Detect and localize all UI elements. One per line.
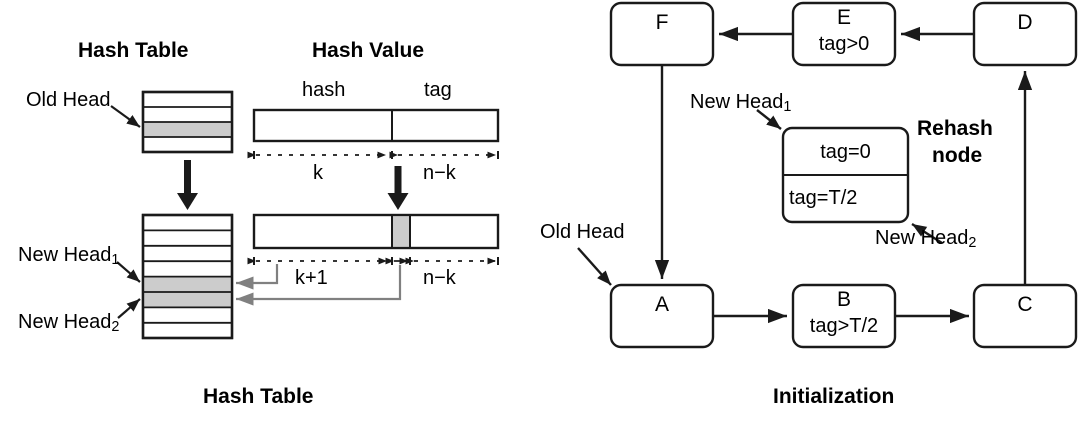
heading-hash-value: Hash Value bbox=[312, 39, 425, 62]
caption-initialization: Initialization bbox=[773, 385, 895, 408]
old-hash-table bbox=[141, 90, 234, 154]
label-new-head-2-left: New Head2 bbox=[18, 312, 119, 335]
label-new-head-2-left-base: New Head bbox=[18, 311, 112, 333]
node-label-d: D bbox=[1017, 11, 1033, 34]
hash-value-transition-arrow bbox=[387, 166, 409, 210]
new-hash-value-bar bbox=[252, 213, 500, 250]
old-hash-table-highlight-row bbox=[143, 122, 232, 137]
dimension-label-n-minus-k-bottom: n−k bbox=[423, 267, 456, 289]
new-hash-value-highlight-cell bbox=[392, 216, 410, 247]
new-hash-value-dimensions bbox=[247, 257, 499, 265]
heading-hash-table: Hash Table bbox=[78, 39, 189, 62]
label-new-head-1-left: New Head1 bbox=[18, 245, 119, 268]
label-new-head-1-left-base: New Head bbox=[18, 244, 112, 266]
old-head-pointer-arrow bbox=[110, 105, 141, 128]
node-sublabel-e: tag>0 bbox=[818, 33, 870, 55]
rehash-node-box bbox=[781, 126, 910, 224]
label-old-head-left: Old Head bbox=[26, 89, 111, 111]
right-old-head-pointer-arrow bbox=[577, 247, 612, 286]
dimension-label-k-plus-1: k+1 bbox=[295, 267, 328, 289]
label-new-head-2-right-sub: 2 bbox=[968, 235, 977, 252]
node-label-e: E bbox=[836, 6, 851, 29]
label-old-head-right: Old Head bbox=[540, 221, 625, 243]
new-hash-table-highlight-row-1 bbox=[143, 276, 232, 292]
rehash-node-title-line1: Rehash bbox=[917, 117, 993, 140]
label-new-head-1-left-sub: 1 bbox=[111, 252, 120, 269]
dimension-label-n-minus-k-top: n−k bbox=[423, 162, 456, 184]
new-head-2-pointer-arrow bbox=[117, 298, 141, 319]
rehash-node-title-line2: node bbox=[932, 144, 983, 167]
field-label-tag: tag bbox=[424, 79, 452, 101]
old-hash-value-dimensions bbox=[247, 151, 499, 159]
new-hash-table bbox=[141, 213, 234, 340]
new-head-1-pointer-arrow bbox=[116, 261, 141, 283]
caption-hash-table: Hash Table bbox=[203, 385, 314, 408]
old-hash-value-bar bbox=[252, 108, 500, 143]
hash-table-transition-arrow bbox=[177, 160, 198, 210]
node-sublabel-b: tag>T/2 bbox=[809, 315, 879, 337]
dimension-label-k: k bbox=[313, 162, 323, 184]
new-hash-table-highlight-row-2 bbox=[143, 291, 232, 308]
rehash-node-lower-cell-label: tag=T/2 bbox=[789, 187, 858, 209]
bucket-connector-upper bbox=[236, 264, 279, 290]
node-label-f: F bbox=[655, 11, 669, 34]
rehash-node-upper-cell-label: tag=0 bbox=[820, 141, 871, 163]
right-new-head-2-pointer-arrow bbox=[911, 222, 943, 245]
right-new-head-1-pointer-arrow bbox=[756, 109, 782, 130]
label-new-head-1-right: New Head1 bbox=[690, 92, 791, 115]
label-new-head-2-left-sub: 2 bbox=[111, 319, 120, 336]
label-new-head-2-right-base: New Head bbox=[875, 227, 969, 249]
label-new-head-1-right-sub: 1 bbox=[783, 99, 792, 116]
label-new-head-1-right-base: New Head bbox=[690, 91, 784, 113]
bucket-connector-lower bbox=[236, 265, 402, 306]
node-label-b: B bbox=[836, 288, 851, 311]
node-label-a: A bbox=[654, 293, 669, 316]
label-new-head-2-right: New Head2 bbox=[875, 228, 976, 251]
field-label-hash: hash bbox=[302, 79, 346, 101]
node-label-c: C bbox=[1017, 293, 1033, 316]
